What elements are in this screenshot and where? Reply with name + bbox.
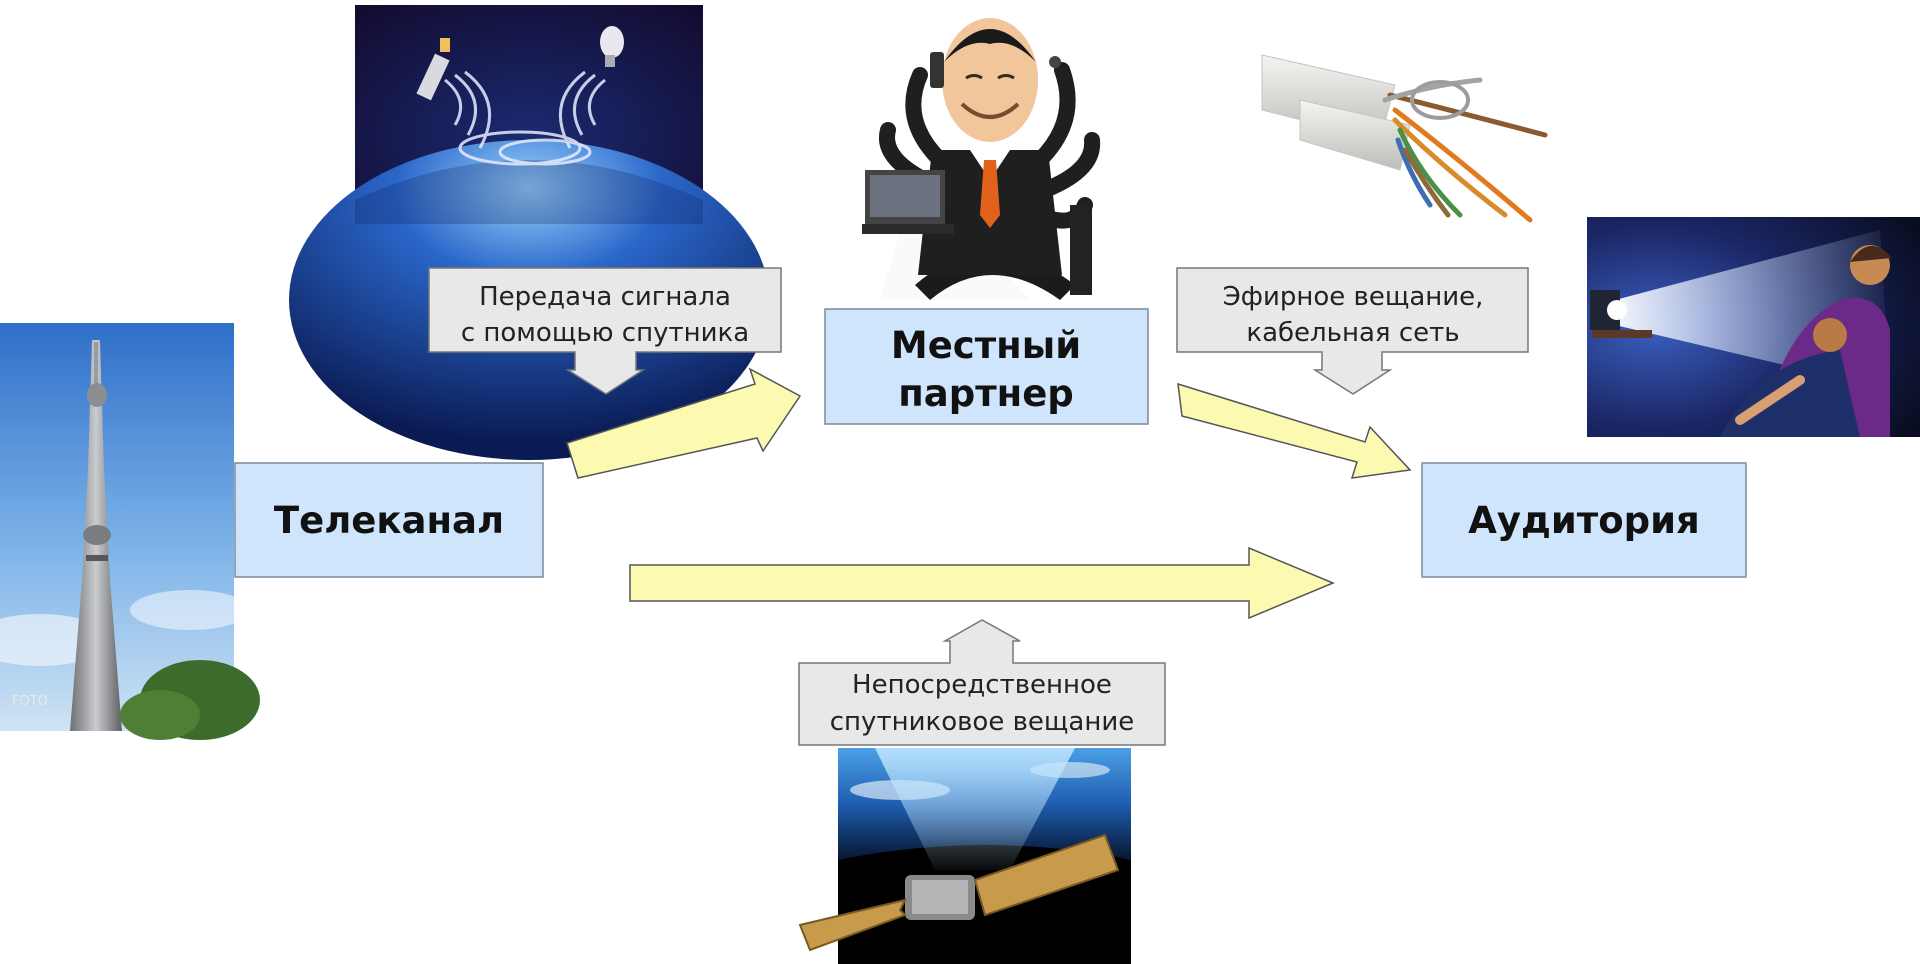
callout-terrestrial-cable-line2: кабельная сеть bbox=[1246, 318, 1459, 348]
callout-satellite-relay-line2: с помощью спутника bbox=[461, 318, 749, 348]
callout-terrestrial-cable-line1: Эфирное вещание, bbox=[1223, 282, 1484, 312]
satellite-icon bbox=[416, 38, 450, 101]
arrow-telekanal-to-audience bbox=[629, 546, 1335, 620]
callout-terrestrial-cable: Эфирное вещание, кабельная сеть bbox=[1176, 267, 1529, 395]
callout-direct-satellite-line2: спутниковое вещание bbox=[830, 707, 1134, 737]
briefcase-icon bbox=[1070, 205, 1092, 295]
callout-satellite-relay: Передача сигнала с помощью спутника bbox=[428, 267, 782, 395]
tv-tower-photo: FOTO bbox=[0, 323, 260, 740]
businessman-illustration bbox=[862, 18, 1101, 300]
cables-photo bbox=[1261, 15, 1552, 225]
arrow-telekanal-to-partner bbox=[566, 367, 802, 479]
home-theater-photo bbox=[1587, 217, 1920, 437]
node-telekanal: Телеканал bbox=[234, 462, 544, 578]
callout-satellite-relay-line1: Передача сигнала bbox=[479, 282, 731, 312]
arrow-partner-to-audience bbox=[1177, 382, 1412, 479]
orbital-satellite-photo bbox=[798, 748, 1131, 964]
node-partner-label-line2: партнер bbox=[898, 372, 1074, 415]
satellite-icon bbox=[798, 833, 1120, 952]
node-audience: Аудитория bbox=[1421, 462, 1747, 578]
node-partner-label-line1: Местный bbox=[891, 324, 1081, 367]
callout-direct-satellite-line1: Непосредственное bbox=[852, 670, 1112, 700]
node-local-partner: Местный партнер bbox=[824, 308, 1149, 425]
dish-icon bbox=[600, 26, 624, 67]
photo-watermark: FOTO bbox=[12, 694, 48, 709]
node-audience-label: Аудитория bbox=[1468, 499, 1700, 542]
node-telekanal-label: Телеканал bbox=[274, 499, 504, 542]
satellite-signal-photo bbox=[289, 5, 769, 460]
callout-direct-satellite: Непосредственное спутниковое вещание bbox=[798, 619, 1166, 746]
phone-icon bbox=[930, 52, 944, 88]
